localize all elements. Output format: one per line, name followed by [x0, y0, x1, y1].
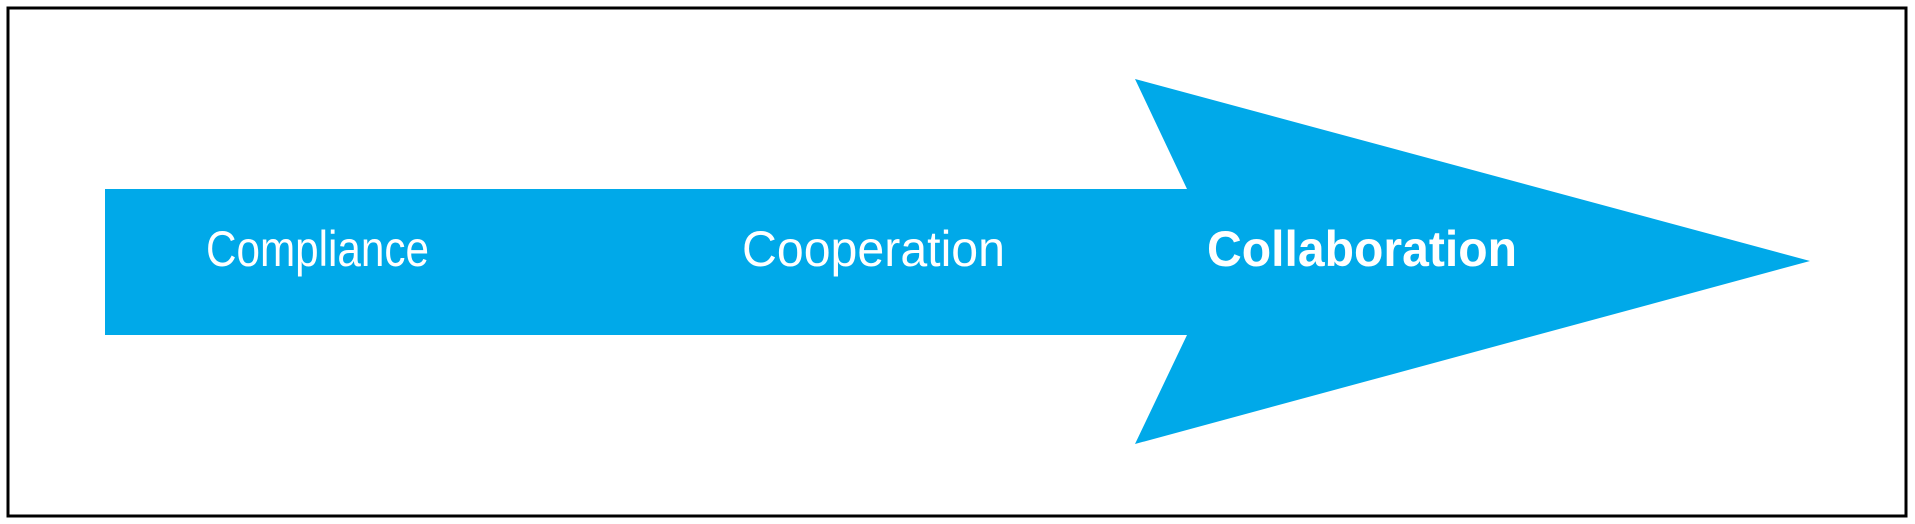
stage-collaboration: Collaboration: [1207, 221, 1517, 277]
stage-compliance: Compliance: [206, 221, 429, 277]
stage-cooperation: Cooperation: [742, 221, 1005, 277]
progress-arrow: [105, 79, 1810, 444]
